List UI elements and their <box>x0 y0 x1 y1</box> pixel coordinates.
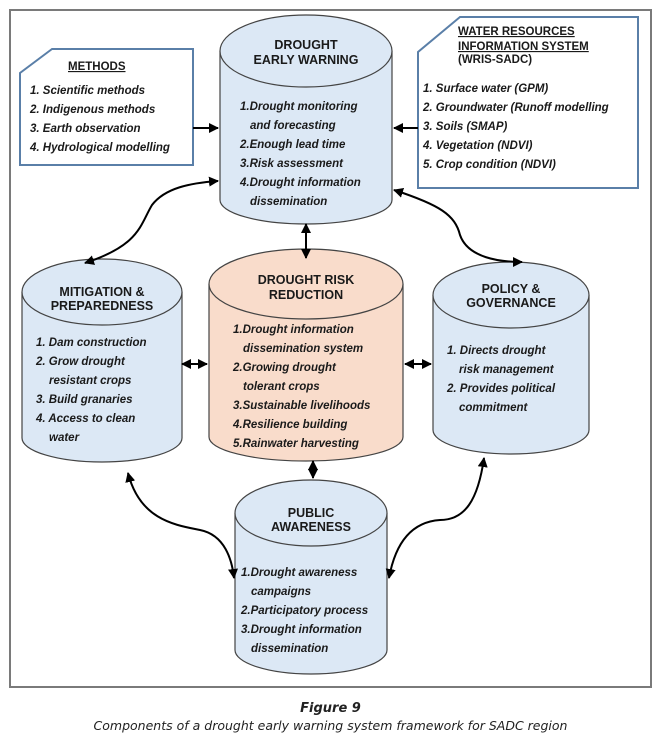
methods-title: METHODS <box>68 61 126 73</box>
early-warning-title-line2: EARLY WARNING <box>254 53 359 67</box>
wris-box: WATER RESOURCES INFORMATION SYSTEM (WRIS… <box>417 16 639 189</box>
public-awareness-item: 1.Drought awareness <box>241 567 357 579</box>
early-warning-item: 2.Enough lead time <box>239 139 346 151</box>
mitigation-item: water <box>49 432 80 444</box>
early-warning-item: 3.Risk assessment <box>240 158 344 170</box>
early-warning-cylinder: DROUGHT EARLY WARNING 1.Drought monitori… <box>219 14 393 225</box>
early-warning-item: 1.Drought monitoring <box>240 101 358 113</box>
risk-reduction-item: 3.Sustainable livelihoods <box>233 400 370 412</box>
risk-reduction-cylinder: DROUGHT RISK REDUCTION 1.Drought informa… <box>208 248 404 462</box>
arrow-mitigation-early-warning <box>84 176 219 265</box>
policy-item: commitment <box>459 402 529 414</box>
cylinder-body <box>208 284 404 462</box>
arrow-policy-public-awareness <box>385 457 488 579</box>
policy-item: risk management <box>459 364 555 376</box>
wris-subtitle: (WRIS-SADC) <box>458 54 532 66</box>
risk-reduction-title-line1: DROUGHT RISK <box>258 273 355 287</box>
wris-item: 5. Crop condition (NDVI) <box>423 159 556 171</box>
early-warning-title-line1: DROUGHT <box>274 38 338 52</box>
public-awareness-cylinder: PUBLIC AWARENESS 1.Drought awareness cam… <box>234 479 388 675</box>
wris-item: 2. Groundwater (Runoff modelling <box>422 102 609 114</box>
figure-description: Components of a drought early warning sy… <box>93 718 568 733</box>
policy-title-line1: POLICY & <box>482 282 541 296</box>
wris-item: 1. Surface water (GPM) <box>423 83 548 95</box>
mitigation-title-line2: PREPAREDNESS <box>51 299 154 313</box>
policy-item: 2. Provides political <box>446 383 556 395</box>
methods-box-outline <box>19 48 194 166</box>
mitigation-item: 1. Dam construction <box>36 337 147 349</box>
risk-reduction-item: tolerant crops <box>243 381 320 393</box>
mitigation-item: resistant crops <box>49 375 131 387</box>
mitigation-item: 2. Grow drought <box>35 356 126 368</box>
public-awareness-title-line2: AWARENESS <box>271 520 351 534</box>
wris-title-line2: INFORMATION SYSTEM <box>458 41 589 53</box>
early-warning-item: and forecasting <box>250 120 336 132</box>
risk-reduction-item: 5.Rainwater harvesting <box>233 438 359 450</box>
methods-box: METHODS 1. Scientific methods 2. Indigen… <box>19 48 194 166</box>
arrow-early-warning-policy <box>393 188 523 267</box>
public-awareness-item: dissemination <box>251 643 328 655</box>
methods-item: 2. Indigenous methods <box>29 104 155 116</box>
cylinder-top <box>219 14 393 88</box>
policy-cylinder: POLICY & GOVERNANCE 1. Directs drought r… <box>432 261 590 455</box>
cylinder-body <box>432 295 590 455</box>
risk-reduction-item: 1.Drought information <box>233 324 354 336</box>
risk-reduction-item: dissemination system <box>243 343 363 355</box>
risk-reduction-item: 4.Resilience building <box>232 419 347 431</box>
cylinder-body <box>21 292 183 463</box>
mitigation-cylinder: MITIGATION & PREPAREDNESS 1. Dam constru… <box>21 258 183 463</box>
public-awareness-title-line1: PUBLIC <box>288 506 335 520</box>
public-awareness-item: 3.Drought information <box>241 624 362 636</box>
figure-number: Figure 9 <box>300 701 361 716</box>
policy-title-line2: GOVERNANCE <box>466 296 556 310</box>
wris-item: 3. Soils (SMAP) <box>423 121 508 133</box>
mitigation-item: 4. Access to clean <box>35 413 135 425</box>
early-warning-item: 4.Drought information <box>239 177 361 189</box>
mitigation-item: 3. Build granaries <box>36 394 133 406</box>
policy-item: 1. Directs drought <box>447 345 547 357</box>
wris-title-line1: WATER RESOURCES <box>458 26 575 38</box>
mitigation-title-line1: MITIGATION & <box>59 285 144 299</box>
early-warning-item: dissemination <box>250 196 327 208</box>
public-awareness-item: 2.Participatory process <box>240 605 368 617</box>
wris-box-outline <box>417 16 639 189</box>
wris-item: 4. Vegetation (NDVI) <box>422 140 533 152</box>
figure-caption: Figure 9 Components of a drought early w… <box>0 700 661 734</box>
methods-item: 3. Earth observation <box>30 123 141 135</box>
risk-reduction-title-line2: REDUCTION <box>269 288 343 302</box>
public-awareness-item: campaigns <box>251 586 311 598</box>
cylinder-body <box>234 513 388 675</box>
methods-item: 4. Hydrological modelling <box>29 142 170 154</box>
arrow-mitigation-public-awareness <box>125 472 238 579</box>
methods-item: 1. Scientific methods <box>30 85 145 97</box>
risk-reduction-item: 2.Growing drought <box>232 362 337 374</box>
